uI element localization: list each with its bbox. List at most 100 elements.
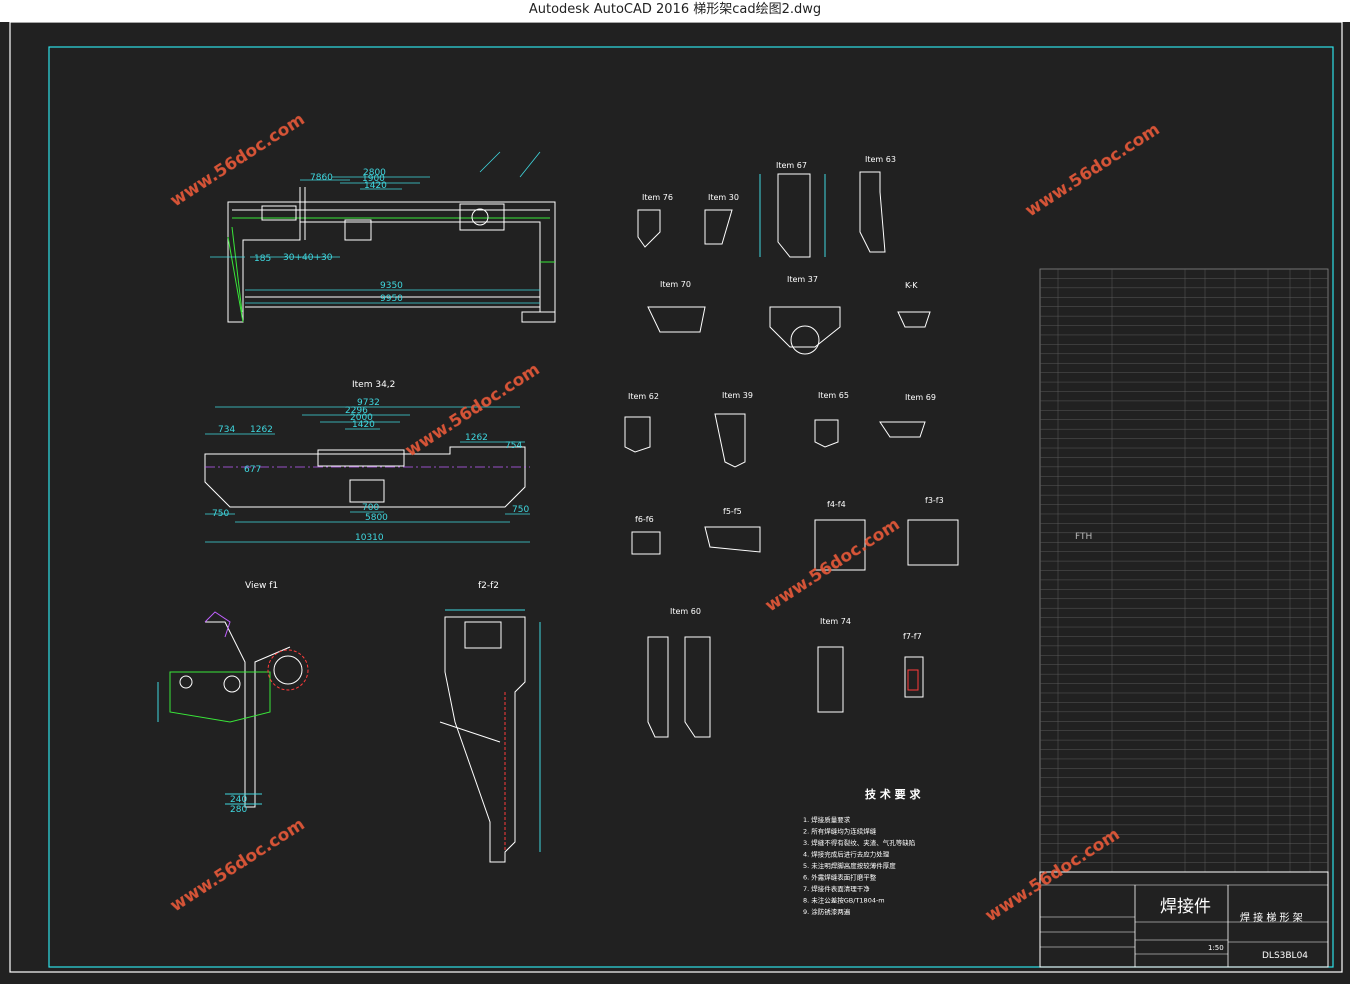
svg-text:Item 37: Item 37 bbox=[787, 275, 818, 284]
svg-text:1262: 1262 bbox=[465, 433, 488, 443]
svg-text:280: 280 bbox=[230, 805, 247, 815]
notes-heading: 技 术 要 求 bbox=[865, 787, 921, 801]
section-f4-f4[interactable]: f4-f4 bbox=[814, 500, 866, 571]
svg-text:754: 754 bbox=[505, 441, 522, 451]
svg-text:7860: 7860 bbox=[310, 173, 333, 183]
window-title: Autodesk AutoCAD 2016 梯形架cad绘图2.dwg bbox=[528, 2, 822, 17]
outer-frame bbox=[9, 21, 1343, 973]
note-line: 3. 焊缝不得有裂纹、夹渣、气孔等缺陷 bbox=[803, 838, 915, 847]
svg-text:Item 63: Item 63 bbox=[865, 155, 896, 164]
svg-text:f5-f5: f5-f5 bbox=[723, 507, 742, 516]
svg-text:734: 734 bbox=[218, 425, 235, 435]
drawing-canvas[interactable]: 9350 9950 2800 1900 1420 7860 185 30+40+… bbox=[0, 21, 1350, 980]
svg-text:30+40+30: 30+40+30 bbox=[283, 253, 333, 263]
watermarks: www.56doc.com www.56doc.com www.56doc.co… bbox=[167, 109, 1164, 926]
item-34-2-view[interactable]: Item 34,2 9732 2296 2000 1420 1262 1262 … bbox=[204, 380, 530, 543]
detail-item-62[interactable]: Item 62 bbox=[624, 392, 659, 453]
svg-text:Item 62: Item 62 bbox=[628, 392, 659, 401]
section-k-k[interactable]: K-K bbox=[897, 281, 931, 328]
note-line: 4. 焊接完成后进行去应力处理 bbox=[803, 850, 890, 859]
svg-text:f4-f4: f4-f4 bbox=[827, 500, 846, 509]
svg-text:1262: 1262 bbox=[250, 425, 273, 435]
title-block: 焊接件 焊 接 梯 形 架 DLS3BL04 1:50 bbox=[1039, 871, 1329, 968]
svg-text:Item 60: Item 60 bbox=[670, 607, 701, 616]
detail-item-39[interactable]: Item 39 bbox=[714, 391, 753, 468]
svg-text:1420: 1420 bbox=[364, 181, 387, 191]
svg-text:f7-f7: f7-f7 bbox=[903, 632, 922, 641]
svg-text:Item 67: Item 67 bbox=[776, 161, 807, 170]
svg-text:750: 750 bbox=[512, 505, 529, 515]
detail-item-76[interactable]: Item 76 bbox=[637, 193, 673, 248]
inner-frame bbox=[48, 46, 1334, 968]
detail-item-67[interactable]: Item 67 bbox=[759, 161, 826, 258]
svg-text:10310: 10310 bbox=[355, 533, 384, 543]
detail-item-37[interactable]: Item 37 bbox=[769, 275, 841, 355]
detail-item-63[interactable]: Item 63 bbox=[859, 155, 896, 253]
section-f6-f6[interactable]: f6-f6 bbox=[631, 515, 661, 555]
parts-table: FTH bbox=[1039, 268, 1329, 873]
svg-text:K-K: K-K bbox=[905, 281, 918, 290]
section-f5-f5[interactable]: f5-f5 bbox=[704, 507, 761, 553]
svg-text:1900: 1900 bbox=[362, 174, 385, 184]
svg-text:9350: 9350 bbox=[380, 281, 403, 291]
main-dimension-texts: 9350 9950 2800 1900 1420 7860 185 30+40+… bbox=[254, 168, 403, 304]
svg-text:1420: 1420 bbox=[352, 420, 375, 430]
title-drawing-name: 焊 接 梯 形 架 bbox=[1240, 911, 1303, 924]
svg-text:Item 76: Item 76 bbox=[642, 193, 673, 202]
section-f2-f2[interactable]: f2-f2 bbox=[439, 581, 541, 863]
view-f1[interactable]: View f1 240 280 bbox=[157, 581, 309, 815]
watermark-6: www.56doc.com bbox=[982, 824, 1124, 926]
item-34-2-title: Item 34,2 bbox=[352, 380, 395, 390]
svg-text:185: 185 bbox=[254, 254, 271, 264]
watermark-1: www.56doc.com bbox=[167, 109, 309, 211]
svg-text:700: 700 bbox=[362, 503, 379, 513]
title-part-name: 焊接件 bbox=[1160, 897, 1211, 917]
svg-text:Item 65: Item 65 bbox=[818, 391, 849, 400]
detail-item-74[interactable]: Item 74 bbox=[817, 617, 851, 713]
title-drawing-number: DLS3BL04 bbox=[1262, 951, 1308, 961]
f2-f2-title: f2-f2 bbox=[478, 581, 499, 591]
section-f3-f3[interactable]: f3-f3 bbox=[907, 496, 959, 566]
svg-text:Item 70: Item 70 bbox=[660, 280, 691, 289]
section-f7-f7[interactable]: f7-f7 bbox=[903, 632, 924, 698]
note-line: 2. 所有焊缝均为连续焊缝 bbox=[803, 827, 877, 836]
technical-notes: 技 术 要 求 1. 焊接质量要求 2. 所有焊缝均为连续焊缝 3. 焊缝不得有裂纹… bbox=[803, 787, 921, 916]
note-line: 7. 焊接件表面清理干净 bbox=[803, 884, 870, 893]
window-title-bar: Autodesk AutoCAD 2016 梯形架cad绘图2.dwg bbox=[0, 0, 1350, 22]
note-line: 9. 涂防锈漆两遍 bbox=[803, 907, 851, 916]
note-line: 8. 未注公差按GB/T1804-m bbox=[803, 896, 885, 905]
cad-drawing[interactable]: 9350 9950 2800 1900 1420 7860 185 30+40+… bbox=[0, 21, 1350, 980]
title-scale: 1:50 bbox=[1208, 944, 1224, 952]
watermark-3: www.56doc.com bbox=[402, 359, 544, 461]
svg-text:750: 750 bbox=[212, 509, 229, 519]
svg-text:240: 240 bbox=[230, 795, 247, 805]
svg-text:9950: 9950 bbox=[380, 294, 403, 304]
svg-text:f3-f3: f3-f3 bbox=[925, 496, 944, 505]
watermark-5: www.56doc.com bbox=[167, 814, 309, 916]
detail-item-60[interactable]: Item 60 bbox=[647, 607, 711, 738]
detail-item-65[interactable]: Item 65 bbox=[814, 391, 849, 448]
svg-text:Item 74: Item 74 bbox=[820, 617, 851, 626]
note-line: 6. 外露焊缝表面打磨平整 bbox=[803, 873, 877, 882]
view-f1-title: View f1 bbox=[245, 581, 278, 591]
svg-text:f6-f6: f6-f6 bbox=[635, 515, 654, 524]
svg-text:5800: 5800 bbox=[365, 513, 388, 523]
svg-text:Item 30: Item 30 bbox=[708, 193, 739, 202]
detail-item-30[interactable]: Item 30 bbox=[704, 193, 739, 245]
detail-item-69[interactable]: Item 69 bbox=[879, 393, 936, 438]
svg-text:Item 69: Item 69 bbox=[905, 393, 936, 402]
main-dimension-lines bbox=[210, 151, 541, 304]
watermark-4: www.56doc.com bbox=[762, 514, 904, 616]
svg-text:FTH: FTH bbox=[1075, 532, 1092, 542]
note-line: 1. 焊接质量要求 bbox=[803, 815, 851, 824]
svg-text:9732: 9732 bbox=[357, 398, 380, 408]
svg-text:2296: 2296 bbox=[345, 406, 368, 416]
svg-text:Item 39: Item 39 bbox=[722, 391, 753, 400]
note-line: 5. 未注明焊脚高度按较薄件厚度 bbox=[803, 861, 896, 870]
watermark-2: www.56doc.com bbox=[1022, 119, 1164, 221]
svg-text:677: 677 bbox=[244, 465, 261, 475]
detail-item-70[interactable]: Item 70 bbox=[647, 280, 706, 333]
svg-text:2000: 2000 bbox=[350, 413, 373, 423]
main-frame-view[interactable] bbox=[227, 187, 556, 323]
svg-text:2800: 2800 bbox=[363, 168, 386, 178]
